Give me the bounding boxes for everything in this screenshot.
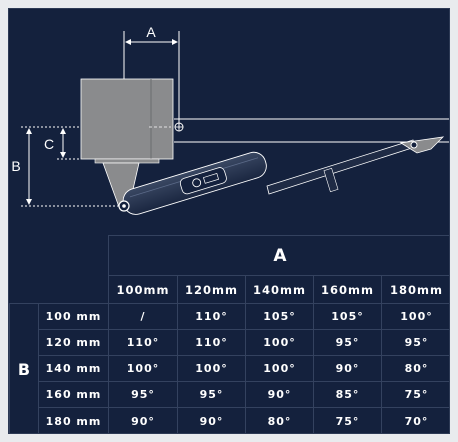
table-cell: 90° xyxy=(177,407,246,433)
table-cell: 80° xyxy=(380,355,449,382)
table-cell: 100° xyxy=(245,355,314,382)
table-cell: 105° xyxy=(245,303,314,330)
row-header: 180 mm xyxy=(38,407,109,433)
angle-table: A 100mm 120mm 140mm 160mm 180mm B 100 mm… xyxy=(9,235,449,433)
table-cell: 100° xyxy=(245,329,314,356)
table-cell: 110° xyxy=(108,329,178,356)
row-header: 100 mm xyxy=(38,303,109,330)
table-cell: 75° xyxy=(380,381,449,408)
row-group-header: B xyxy=(9,303,39,433)
table-cell: 90° xyxy=(313,355,382,382)
table-corner xyxy=(9,235,109,304)
table-cell: 95° xyxy=(108,381,178,408)
motor-housing xyxy=(80,78,184,164)
table-cell: 75° xyxy=(313,407,382,433)
column-group-header: A xyxy=(107,235,449,276)
table-cell: 110° xyxy=(177,303,246,330)
table-cell: / xyxy=(108,303,178,330)
installation-diagram: A B xyxy=(11,24,449,215)
table-cell: 95° xyxy=(380,329,449,356)
dimension-a-label: A xyxy=(146,24,156,40)
row-header: 160 mm xyxy=(38,381,109,408)
column-header: 160mm xyxy=(313,275,382,304)
table-cell: 80° xyxy=(245,407,314,433)
table-cell: 100° xyxy=(380,303,449,330)
table-cell: 90° xyxy=(245,381,314,408)
table-cell: 100° xyxy=(177,355,246,382)
row-header: 140 mm xyxy=(38,355,109,382)
table-cell: 90° xyxy=(108,407,178,433)
gate-beam xyxy=(174,118,449,143)
table-cell: 85° xyxy=(313,381,382,408)
column-header: 100mm xyxy=(108,275,178,304)
dimension-c-label: C xyxy=(44,136,54,152)
dimension-b: B xyxy=(11,126,121,207)
table-cell: 95° xyxy=(177,381,246,408)
dimension-b-label: B xyxy=(11,158,20,174)
column-header: 140mm xyxy=(245,275,314,304)
dimension-c: C xyxy=(44,128,81,160)
table-cell: 70° xyxy=(380,407,449,433)
table-cell: 95° xyxy=(313,329,382,356)
row-header: 120 mm xyxy=(38,329,109,356)
table-cell: 100° xyxy=(108,355,178,382)
table-cell: 110° xyxy=(177,329,246,356)
column-header: 180mm xyxy=(380,275,449,304)
column-header: 120mm xyxy=(177,275,246,304)
door-bracket xyxy=(399,136,445,154)
table-cell: 105° xyxy=(313,303,382,330)
installation-card: A B xyxy=(8,8,450,434)
